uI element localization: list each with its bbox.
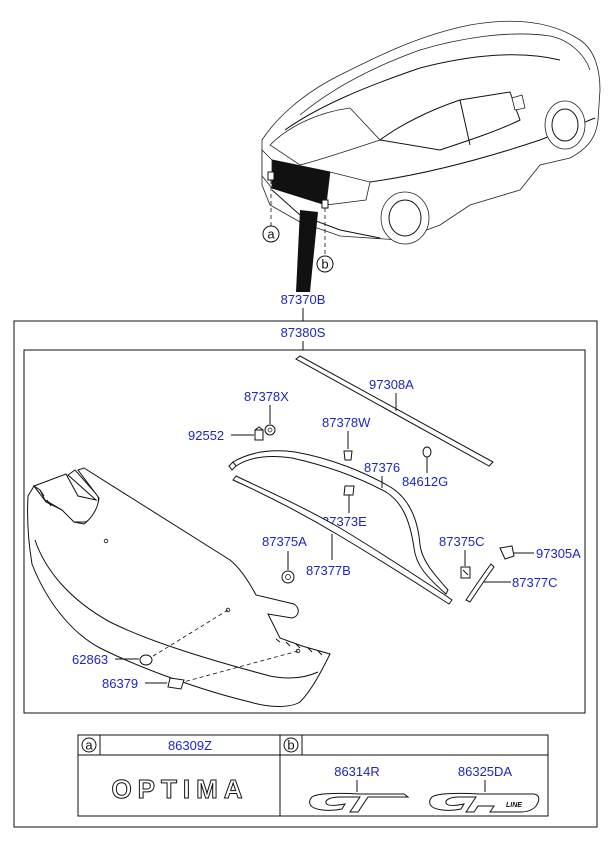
- callout-a: a: [262, 225, 280, 243]
- label-87375A: 87375A: [262, 534, 307, 549]
- label-87378X: 87378X: [244, 389, 289, 404]
- clip-86379: [167, 677, 185, 690]
- label-87377B: 87377B: [306, 563, 351, 578]
- label-97308A: 97308A: [369, 377, 414, 392]
- table-callout-b: b: [287, 738, 294, 753]
- label-87380S: 87380S: [281, 325, 326, 340]
- assembly-pointer: [296, 210, 318, 292]
- label-87377C: 87377C: [512, 575, 558, 590]
- label-87378W: 87378W: [322, 415, 371, 430]
- strip-87377C: [465, 563, 495, 603]
- label-86309Z: 86309Z: [168, 738, 212, 753]
- label-87370B: 87370B: [281, 292, 326, 307]
- emblem-optima: OPTIMA: [111, 774, 248, 804]
- emblem-table: a 86309Z b OPTIMA 86314R 86325DA LINE: [77, 734, 549, 817]
- strip-87377B: [232, 475, 453, 605]
- label-84612G: 84612G: [402, 474, 448, 489]
- label-86325DA: 86325DA: [458, 764, 513, 779]
- cap-97305A: [499, 545, 515, 560]
- car-illustration: [261, 20, 601, 245]
- label-92552: 92552: [188, 428, 224, 443]
- emblem-gt-line: LINE: [429, 792, 540, 813]
- plug-84612G: [422, 446, 432, 458]
- svg-text:a: a: [267, 227, 275, 242]
- svg-text:b: b: [321, 257, 328, 272]
- label-97305A: 97305A: [536, 546, 581, 561]
- inner-frame: [23, 349, 586, 714]
- clip-87378W: [343, 450, 353, 461]
- callout-b: b: [316, 255, 334, 273]
- clip-92552: [254, 429, 264, 441]
- garnish-87376: [232, 450, 449, 595]
- label-62863: 62863: [72, 652, 108, 667]
- emblem-gt: [309, 792, 410, 813]
- pad-87373E: [343, 485, 355, 496]
- label-87376: 87376: [364, 460, 400, 475]
- label-87375C: 87375C: [439, 534, 485, 549]
- outer-frame: [13, 320, 598, 828]
- svg-text:LINE: LINE: [506, 802, 522, 809]
- plug-62863: [139, 654, 153, 666]
- label-86314R: 86314R: [334, 764, 380, 779]
- weatherstrip-97308A: [295, 355, 494, 467]
- label-86379: 86379: [102, 676, 138, 691]
- table-callout-a: a: [85, 738, 93, 753]
